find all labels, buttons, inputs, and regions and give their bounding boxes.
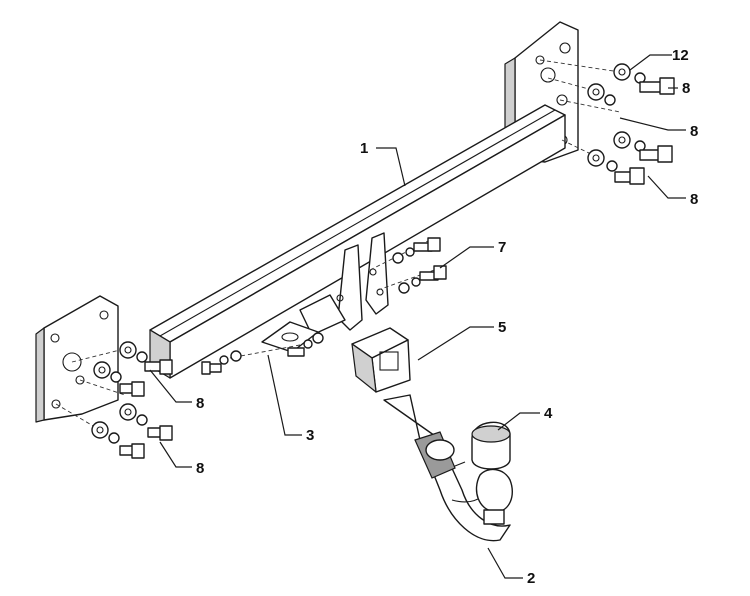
callout-8-left-upper: 8 [196,395,204,412]
callout-labels: 1 2 3 4 5 7 8 8 8 8 8 12 [196,47,698,587]
callout-8-lower-right: 8 [690,191,698,208]
electrical-socket [351,327,411,393]
left-fasteners [55,341,173,459]
callout-3: 3 [306,427,314,444]
callout-4: 4 [544,405,553,422]
callout-1: 1 [360,140,368,157]
right-fasteners [539,59,675,185]
callout-8-left-lower: 8 [196,460,204,477]
center-fasteners [201,237,447,375]
callout-8-middle: 8 [690,123,698,140]
ball-cap [471,421,511,470]
center-brackets [299,232,389,336]
callout-12: 12 [672,47,689,64]
callout-7: 7 [498,239,506,256]
socket-plate [261,321,319,353]
left-mounting-plate [35,295,119,423]
callout-2: 2 [527,570,535,587]
callout-8-top: 8 [682,80,690,97]
ball-arm [383,394,513,542]
leader-lines [149,54,686,579]
callout-5: 5 [498,319,506,336]
